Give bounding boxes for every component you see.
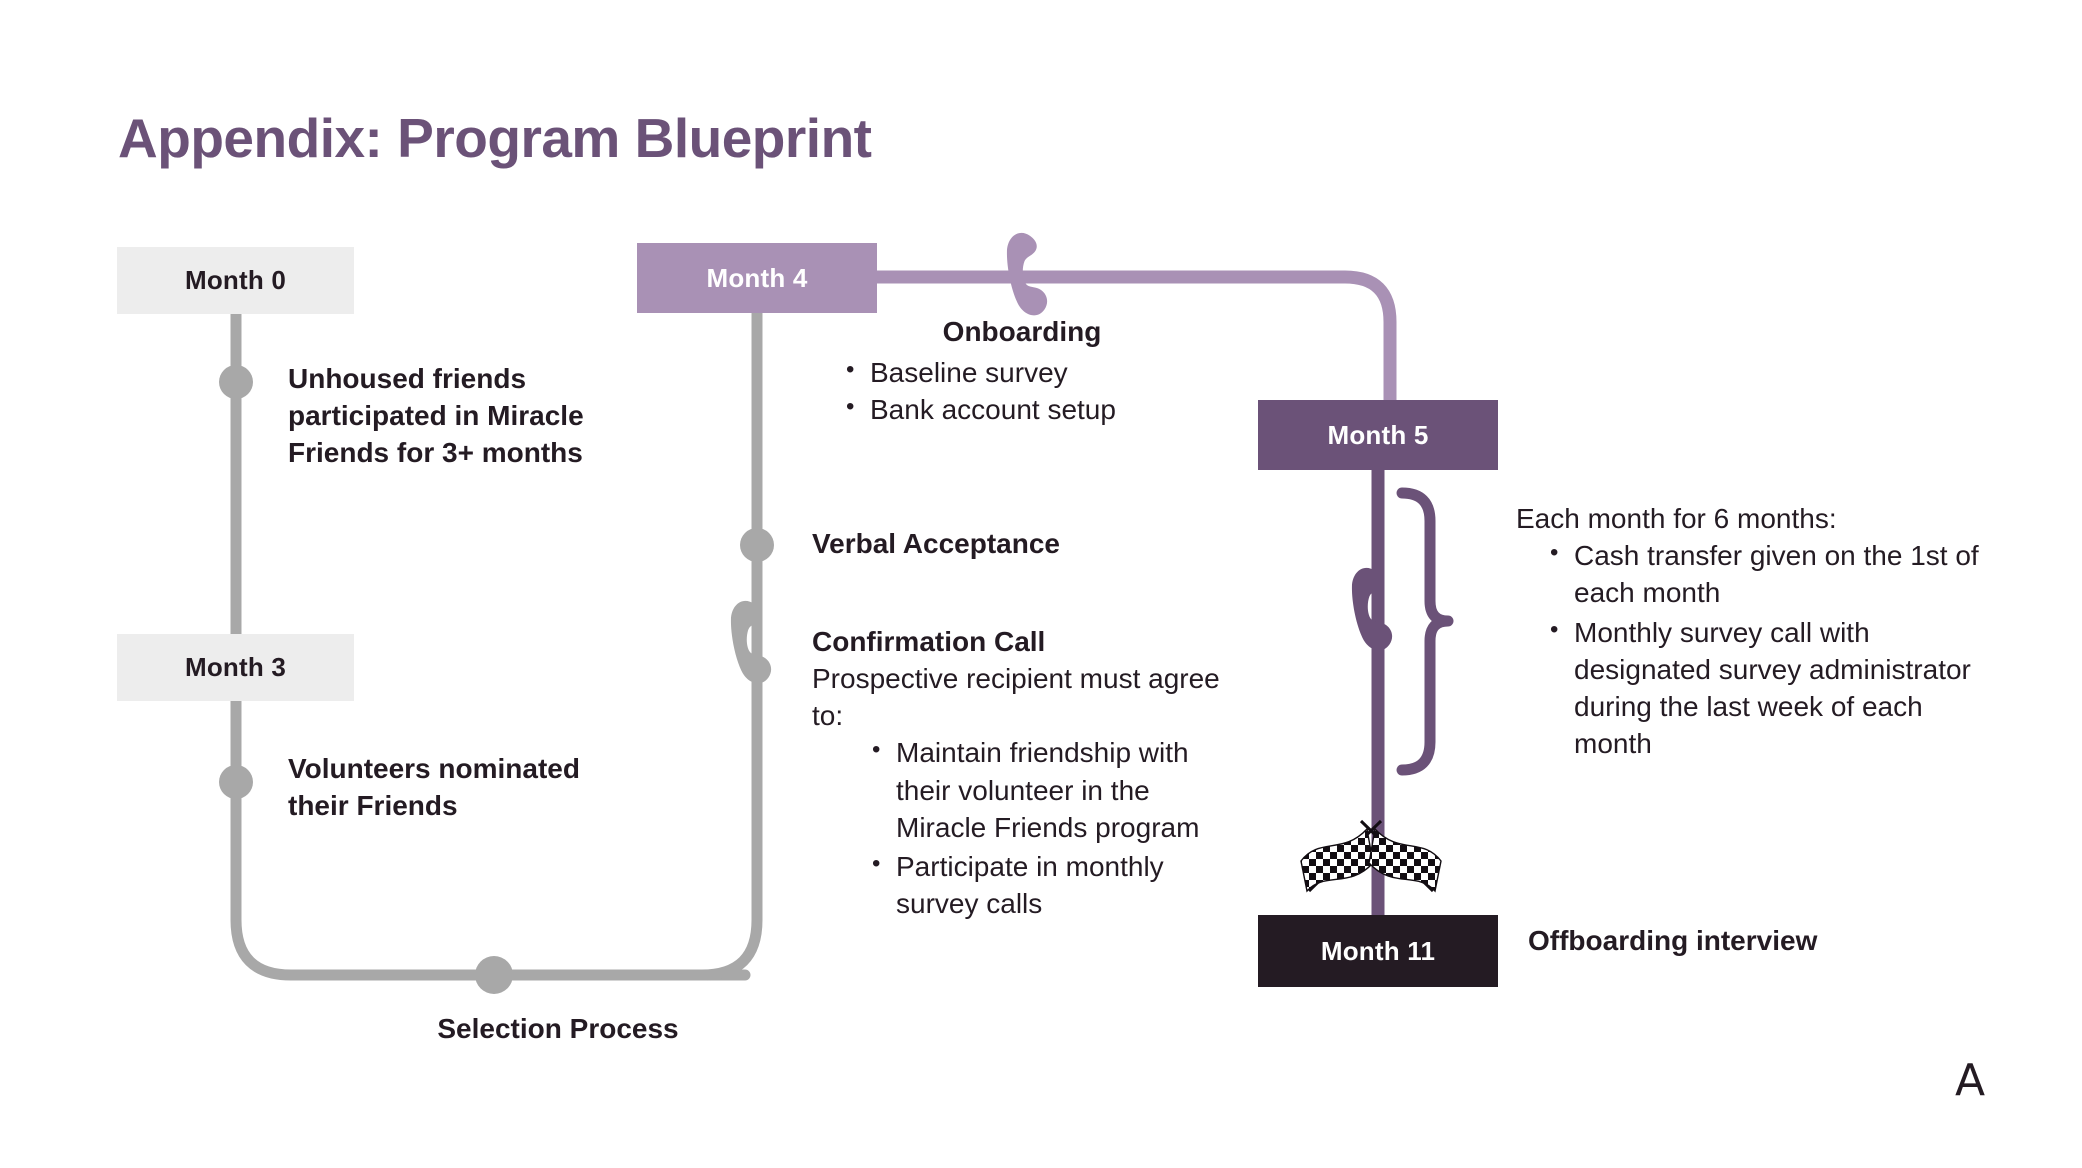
month-11-label: Month 11 <box>1320 935 1436 966</box>
phone-handset-icon-onboarding <box>1006 232 1048 316</box>
verbal-acceptance-label: Verbal Acceptance <box>812 528 1060 559</box>
offboarding-interview-label: Offboarding interview <box>1528 925 1818 956</box>
month-5-label: Month 5 <box>1327 419 1429 450</box>
phone-handset-icon-monthly-survey <box>1351 567 1393 651</box>
confirmation-call-bullet-list: Maintain friendship with their volunteer… <box>812 733 1232 922</box>
list-item: Baseline survey <box>846 353 1232 391</box>
month-0-label: Month 0 <box>184 265 287 295</box>
list-item: Participate in monthly survey calls <box>872 847 1232 922</box>
page-title: Appendix: Program Blueprint <box>118 107 872 169</box>
monthly-activities-block: Each month for 6 months: Cash transfer g… <box>1516 500 1986 765</box>
month-11-chip[interactable]: Month 11 <box>1258 915 1498 987</box>
gray-line-month4-down-to-selection <box>488 307 763 981</box>
list-item: Bank account setup <box>846 390 1232 428</box>
list-item: Cash transfer given on the 1st of each m… <box>1550 536 1986 611</box>
onboarding-title: Onboarding <box>942 316 1102 347</box>
month-4-chip[interactable]: Month 4 <box>637 243 877 313</box>
gray-node-month3 <box>219 765 253 799</box>
list-item: Monthly survey call with designated surv… <box>1550 613 1986 763</box>
checkered-flags-icon <box>1300 819 1442 893</box>
confirmation-call-title: Confirmation Call <box>812 626 1046 657</box>
phone-handset-icon-confirmation <box>730 600 772 684</box>
gray-node-verbal-acceptance <box>740 528 774 562</box>
month-0-chip[interactable]: Month 0 <box>117 247 354 314</box>
onboarding-bullet-list: Baseline survey Bank account setup <box>812 353 1232 428</box>
list-item: Maintain friendship with their volunteer… <box>872 733 1232 846</box>
milestone-month-3-text: Volunteers nominated their Friends <box>288 753 580 822</box>
month-4-label: Month 4 <box>706 262 808 293</box>
curly-brace-icon <box>1396 487 1454 776</box>
selection-process-label: Selection Process <box>437 1013 679 1044</box>
month-3-chip[interactable]: Month 3 <box>117 634 354 701</box>
confirmation-call-intro: Prospective recipient must agree to: <box>812 663 1220 732</box>
month-3-label: Month 3 <box>184 652 287 682</box>
gray-node-month0 <box>219 365 253 399</box>
monthly-activities-bullet-list: Cash transfer given on the 1st of each m… <box>1516 536 1986 763</box>
milestone-month-0-text: Unhoused friends participated in Miracle… <box>288 363 584 469</box>
gray-line-month3-to-selection <box>230 695 751 981</box>
onboarding-block: Onboarding Baseline survey Bank account … <box>812 316 1232 428</box>
monthly-activities-intro: Each month for 6 months: <box>1516 503 1837 534</box>
page-marker: A <box>1955 1055 1986 1106</box>
purple-line-month4-to-month5 <box>877 270 1397 400</box>
confirmation-call-block: Confirmation Call Prospective recipient … <box>812 626 1232 925</box>
month-5-chip[interactable]: Month 5 <box>1258 400 1498 470</box>
